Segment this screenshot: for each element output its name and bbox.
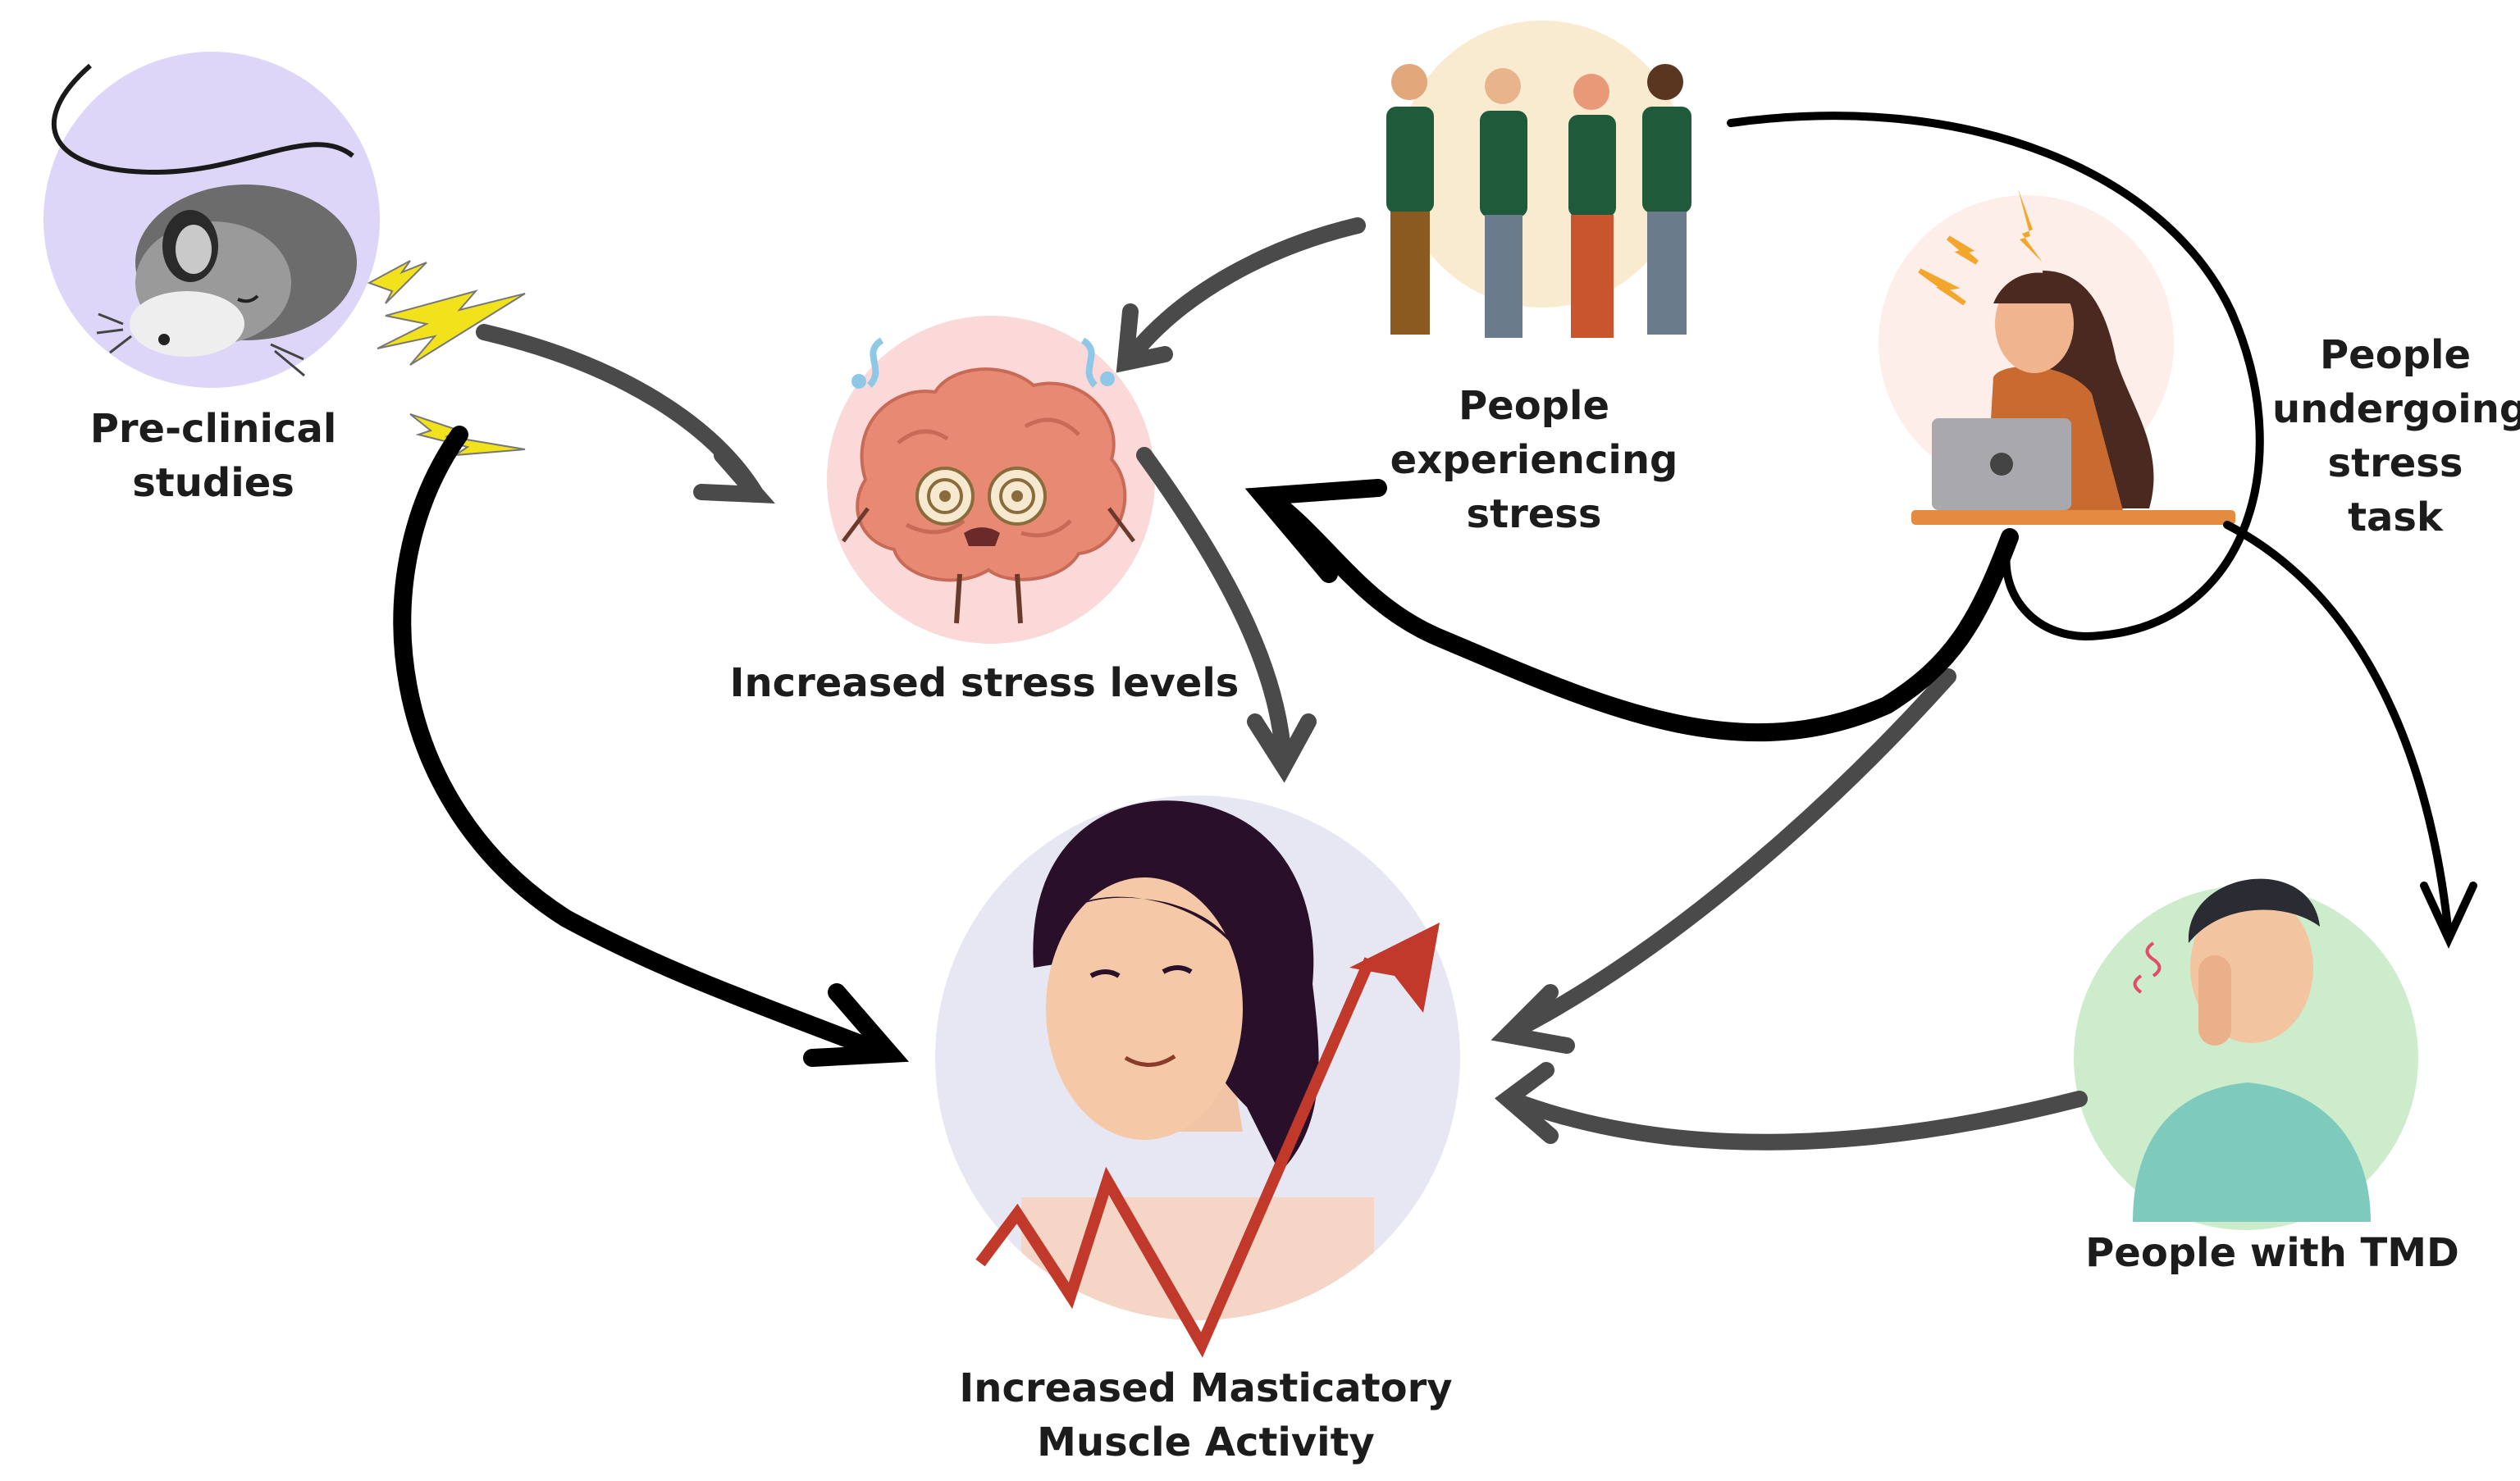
arrow-loop-people-to-desk bbox=[1727, 112, 2264, 641]
undergoing-line-3: stress bbox=[2327, 440, 2463, 486]
brain-illustration bbox=[842, 337, 1135, 624]
masticatory-line-2: Muscle Activity bbox=[1037, 1419, 1375, 1465]
people-experiencing-line-2: stress bbox=[1466, 491, 1602, 537]
arrow-head-desk-tmd bbox=[2420, 882, 2477, 949]
woman-illustration bbox=[1021, 800, 1374, 1320]
arrow-desk-to-masticatory bbox=[1501, 668, 1956, 1041]
arrow-stress-head-1 bbox=[693, 447, 775, 504]
arrow-masticatory-head-3 bbox=[1495, 1062, 1559, 1144]
arrow-preclinical-to-stress bbox=[476, 324, 763, 500]
undergoing-line-2: undergoing bbox=[2272, 386, 2520, 432]
desk-worker-illustration bbox=[1911, 189, 2235, 525]
people-experiencing-line-1: People experiencing bbox=[1390, 383, 1678, 483]
people-group-illustration bbox=[1386, 64, 1691, 338]
undergoing-line-4: task bbox=[2348, 494, 2443, 540]
gray-arrows bbox=[476, 217, 2088, 1151]
trend-line bbox=[975, 957, 1376, 1358]
arrow-desk-to-stress bbox=[1258, 487, 2019, 742]
arrow-masticatory-head-1 bbox=[1247, 713, 1317, 783]
arrow-desk-to-tmd bbox=[2223, 521, 2453, 939]
arrow-people-to-stress bbox=[1120, 217, 1366, 369]
arrow-head-desk-stress bbox=[1244, 479, 1387, 583]
people-experiencing-stress-label: People experiencing stress bbox=[1321, 379, 1747, 541]
arrow-stress-to-masticatory bbox=[1136, 447, 1292, 771]
preclinical-studies-label: Pre-clinical studies bbox=[89, 406, 337, 506]
people-circle bbox=[1399, 21, 1686, 308]
black-arrows bbox=[393, 112, 2477, 1067]
trend-arrowhead bbox=[1349, 923, 1440, 1013]
arrow-preclinical-to-masticatory bbox=[393, 426, 895, 1063]
arrow-head-preclinical-masticatory bbox=[803, 983, 910, 1067]
increased-masticatory-muscle-activity-label: Increased Masticatory Muscle Activity bbox=[911, 1361, 1501, 1470]
people-with-tmd-label: People with TMD bbox=[2085, 1230, 2459, 1276]
tmd-person-illustration bbox=[2133, 878, 2371, 1222]
increased-stress-levels-label: Increased stress levels bbox=[729, 660, 1239, 706]
mouse-illustration bbox=[51, 63, 357, 377]
masticatory-line-1: Increased Masticatory bbox=[959, 1365, 1453, 1411]
arrow-people-head bbox=[1116, 303, 1173, 373]
undergoing-line-1: People bbox=[2319, 332, 2472, 378]
arrow-tmd-to-masticatory bbox=[1501, 1091, 2088, 1151]
arrow-masticatory-head-2 bbox=[1491, 984, 1575, 1054]
people-undergoing-stress-task-label: People undergoing stress task bbox=[2272, 328, 2520, 545]
